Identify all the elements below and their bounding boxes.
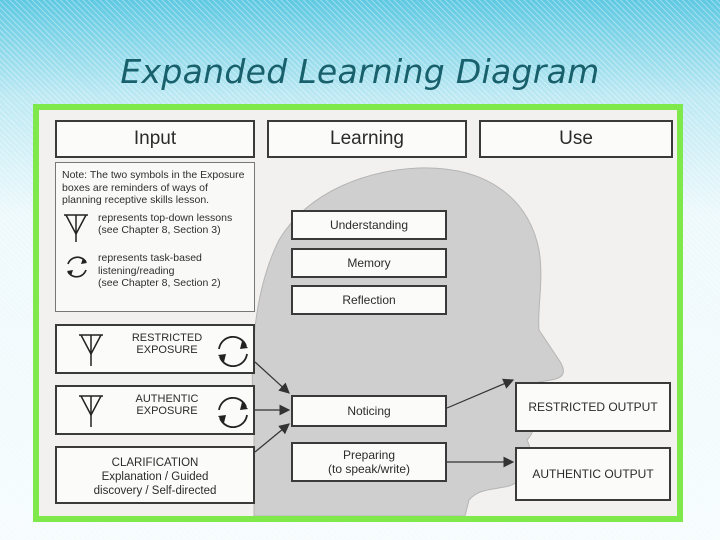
noticing-label: Noticing [347,404,391,418]
legend-task-based-line3: (see Chapter 8, Section 2) [98,277,221,289]
learning-header: Learning [267,120,467,158]
clarification-line3: discovery / Self-directed [93,485,217,497]
preparing-box: Preparing (to speak/write) [291,442,447,482]
task-based-cycle-icon [218,336,248,367]
clarification-line1: CLARIFICATION [111,457,199,469]
learning-header-label: Learning [330,128,404,149]
understanding-label: Understanding [329,218,409,232]
authentic-exposure-line2: EXPOSURE [136,405,198,417]
top-down-funnel-icon [79,395,103,427]
authentic-exposure-box: AUTHENTIC EXPOSURE [55,385,255,435]
restricted-exposure-line1: RESTRICTED [131,332,203,344]
restricted-exposure-label: RESTRICTED EXPOSURE [127,332,207,356]
authentic-output-label: AUTHENTIC OUTPUT [532,467,654,481]
legend-top-down-line2: (see Chapter 8, Section 3) [98,224,221,236]
task-based-cycle-icon [218,397,248,428]
legend-task-based-line1: represents task-based [98,252,202,264]
input-header: Input [55,120,255,158]
understanding-box: Understanding [291,210,447,240]
memory-label: Memory [347,256,391,270]
reflection-box: Reflection [291,285,447,315]
reflection-label: Reflection [342,293,396,307]
legend-task-based: represents task-based listening/reading … [62,252,248,290]
input-header-label: Input [133,128,177,149]
preparing-line2: (to speak/write) [327,462,411,476]
clarification-box: CLARIFICATION Explanation / Guided disco… [55,446,255,504]
legend-task-based-line2: listening/reading [98,264,175,277]
noticing-box: Noticing [291,395,447,427]
restricted-exposure-box: RESTRICTED EXPOSURE [55,324,255,374]
restricted-exposure-line2: EXPOSURE [136,344,198,356]
restricted-output-box: RESTRICTED OUTPUT [515,382,671,432]
legend-note: Note: The two symbols in the Exposure bo… [55,162,255,312]
task-based-cycle-icon [67,256,87,278]
restricted-output-label: RESTRICTED OUTPUT [528,400,658,414]
clarification-line2: Explanation / Guided [101,471,209,483]
legend-top-down-line1: represents top-down lessons [98,211,233,224]
preparing-line1: Preparing [342,448,396,462]
memory-box: Memory [291,248,447,278]
diagram-canvas: Input Learning Use Note: The two symbols… [39,110,677,516]
use-header: Use [479,120,673,158]
authentic-exposure-line1: AUTHENTIC [135,393,199,405]
legend-top-down: represents top-down lessons (see Chapter… [62,212,248,248]
authentic-exposure-label: AUTHENTIC EXPOSURE [127,393,207,417]
use-header-label: Use [559,128,593,149]
top-down-funnel-icon [79,334,103,366]
top-down-funnel-icon [64,213,88,242]
authentic-output-box: AUTHENTIC OUTPUT [515,447,671,501]
slide-title: Expanded Learning Diagram [120,52,600,91]
note-text: Note: The two symbols in the Exposure bo… [62,169,245,206]
